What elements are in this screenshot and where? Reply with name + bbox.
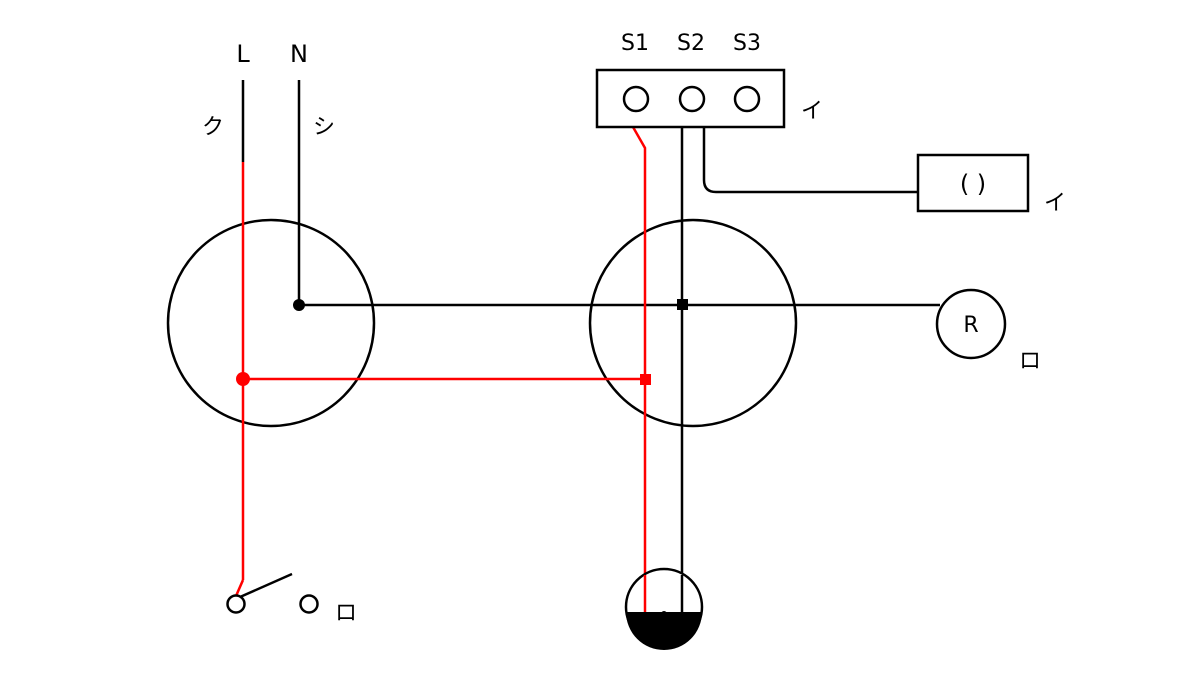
- live-wiring: [234, 126, 647, 612]
- line-n-label: N: [290, 40, 308, 68]
- live-s1-wire: [631, 126, 647, 612]
- receptacle-letter: R: [963, 313, 978, 338]
- terminal-s3-label: S3: [733, 31, 761, 56]
- neutral-wiring: [241, 80, 940, 612]
- terminal-s1-label: S1: [621, 31, 649, 56]
- neutral-splice: [677, 299, 688, 310]
- switch-icon: [226, 572, 319, 614]
- junction-box-right: [588, 218, 798, 428]
- terminal-s3-icon: [733, 85, 761, 113]
- lamp-icon: [624, 567, 704, 650]
- terminal-s2-icon: [678, 85, 706, 113]
- line-l-label: L: [236, 40, 250, 68]
- switch-contact-left: [226, 594, 246, 614]
- terminal-s1-icon: [622, 85, 650, 113]
- switch-contact-right: [299, 594, 319, 614]
- connector-box: [916, 153, 1030, 213]
- terminal-block-tag: イ: [801, 99, 823, 124]
- live-splice: [640, 374, 651, 385]
- lamp-center-dot: [661, 611, 667, 617]
- switch-tag: ロ: [335, 601, 357, 626]
- wire-ku-label: ク: [202, 115, 224, 140]
- live-junction-dot: [236, 372, 250, 386]
- connector-tag: イ: [1044, 191, 1066, 216]
- lamp-lower-half: [626, 612, 702, 650]
- switch-lever: [239, 572, 293, 599]
- connector-wire: [702, 127, 918, 194]
- junction-box-left: [166, 218, 376, 428]
- receptacle-icon: [935, 288, 1007, 360]
- connector-text: ( ): [960, 170, 986, 198]
- live-switch-lead: [234, 579, 245, 597]
- neutral-junction-dot: [293, 299, 305, 311]
- receptacle-tag: ロ: [1019, 349, 1041, 374]
- terminal-s2-label: S2: [677, 31, 705, 56]
- wire-shi-label: シ: [313, 115, 335, 140]
